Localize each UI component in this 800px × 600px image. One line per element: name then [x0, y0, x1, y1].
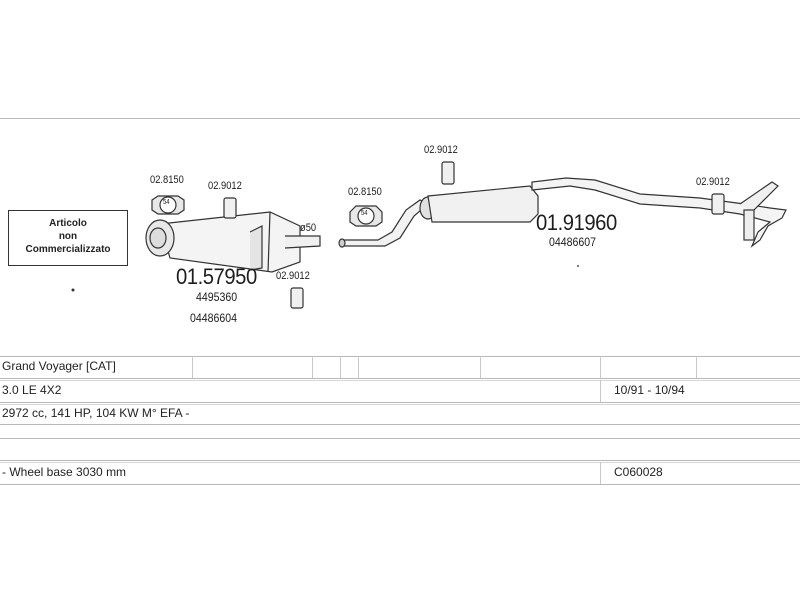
model-cell: Grand Voyager [CAT] — [2, 359, 116, 373]
clamp-size-1: 54 — [163, 199, 170, 206]
part-ref-center-1: 04486607 — [549, 235, 596, 249]
hanger-4 — [711, 193, 725, 215]
part-code-rear-muffler: 01.57950 — [176, 264, 257, 289]
note-line-1: Articolo — [49, 218, 87, 229]
part-ref-rear-2: 04486604 — [190, 311, 237, 325]
hanger-3 — [441, 161, 455, 185]
note-line-3: Commercializzato — [25, 244, 111, 255]
not-sold-note: Articolo non Commercializzato — [8, 210, 128, 266]
diameter-label: ø50 — [300, 222, 317, 234]
engine-cell: 2972 cc, 141 HP, 104 KW M° EFA - — [2, 406, 190, 420]
clamp-size-2: 54 — [361, 210, 368, 217]
variant-cell: 3.0 LE 4X2 — [2, 383, 62, 397]
hanger-2 — [290, 287, 304, 309]
hanger-label-1: 02.9012 — [208, 180, 242, 192]
top-border — [0, 118, 800, 119]
note-line-2: non — [58, 231, 78, 242]
rear-muffler-drawing — [145, 211, 321, 273]
hanger-label-2: 02.9012 — [276, 270, 310, 282]
clamp-label-1: 02.8150 — [150, 174, 184, 186]
clamp-label-2: 02.8150 — [348, 186, 382, 198]
hanger-label-3: 02.9012 — [424, 144, 458, 156]
clamp-1 — [151, 195, 185, 215]
catalog-code-cell: C060028 — [614, 465, 663, 479]
part-code-center-muffler: 01.91960 — [536, 210, 617, 235]
hanger-1 — [223, 197, 237, 219]
period-cell: 10/91 - 10/94 — [614, 383, 685, 397]
wheelbase-note-cell: - Wheel base 3030 mm — [2, 465, 127, 479]
part-ref-rear-1: 4495360 — [196, 290, 238, 304]
clamp-2 — [349, 205, 383, 227]
center-muffler-drawing — [338, 177, 787, 248]
hanger-label-4: 02.9012 — [696, 176, 730, 188]
